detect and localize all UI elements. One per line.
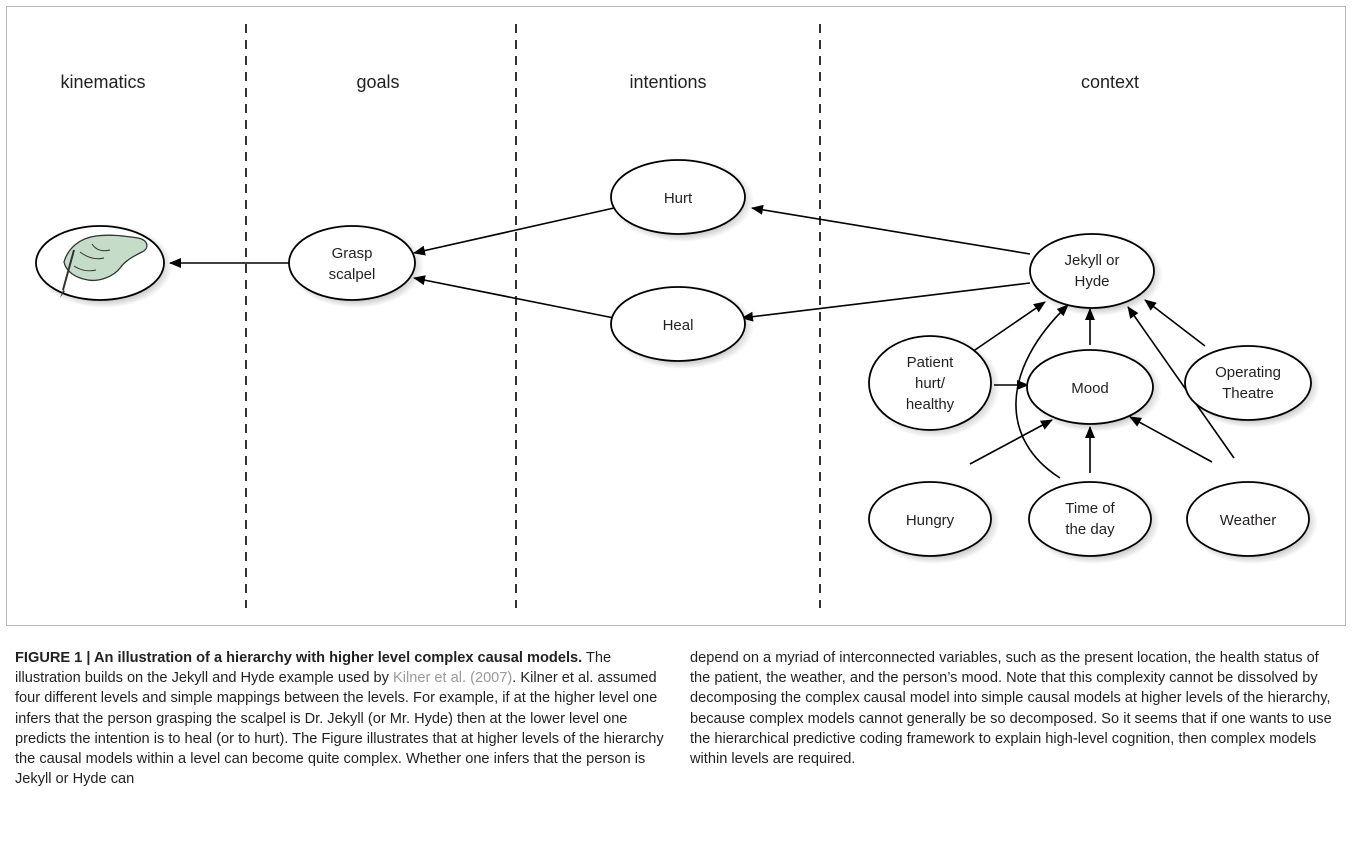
node-label: Mood (1071, 380, 1109, 397)
causal-hierarchy-diagram: kinematics goals intentions context (35, 24, 1320, 608)
column-header-intentions: intentions (629, 72, 706, 92)
node-grasp-scalpel: Grasp scalpel (288, 225, 416, 301)
arrow-hungry-to-mood (969, 419, 1053, 465)
node-time-of-the-day: Time of the day (1028, 481, 1152, 557)
column-header-context: context (1081, 72, 1139, 92)
node-label: Heal (663, 317, 694, 334)
arrow-hurt-to-grasp (413, 207, 615, 256)
node-label: Weather (1220, 512, 1276, 529)
node-label: healthy (906, 396, 955, 413)
node-label: Hurt (664, 190, 693, 207)
caption-text: . Kilner et al. assumed four different l… (15, 670, 664, 788)
node-label: Hungry (906, 512, 955, 529)
node-patient-hurt-healthy: Patient hurt/ healthy (868, 335, 992, 431)
arrow-weather-to-mood (1129, 416, 1213, 463)
hand-with-scalpel-icon (60, 234, 148, 298)
caption-title: FIGURE 1 | An illustration of a hierarch… (15, 650, 583, 666)
arrow-operating-to-jekyll (1144, 299, 1206, 347)
node-mood: Mood (1026, 349, 1154, 425)
node-label: Theatre (1222, 385, 1274, 402)
node-label: Grasp (332, 245, 373, 262)
node-operating-theatre: Operating Theatre (1184, 345, 1312, 421)
node-label: Operating (1215, 364, 1281, 381)
node-weather: Weather (1186, 481, 1310, 557)
node-label: hurt/ (915, 375, 946, 392)
node-hungry: Hungry (868, 481, 992, 557)
arrow-jekyll-to-heal (741, 282, 1031, 322)
figure-caption-left: FIGURE 1 | An illustration of a hierarch… (15, 648, 665, 789)
caption-text: The illustration builds on the Jekyll an… (15, 650, 612, 687)
arrow-heal-to-grasp (413, 275, 615, 319)
arrow-weather-to-jekyll (1127, 306, 1235, 459)
node-hurt: Hurt (610, 159, 746, 235)
causal-arrows (169, 204, 1235, 479)
node-kinematics (35, 225, 165, 301)
arrow-time-to-jekyll (1015, 304, 1069, 479)
node-label: Hyde (1074, 273, 1109, 290)
node-label: Patient (907, 354, 955, 371)
node-heal: Heal (610, 286, 746, 362)
node-label: scalpel (329, 266, 376, 283)
node-label: Time of (1065, 500, 1115, 517)
node-jekyll-or-hyde: Jekyll or Hyde (1029, 233, 1155, 309)
arrow-jekyll-to-hurt (751, 204, 1031, 255)
column-header-goals: goals (356, 72, 399, 92)
column-dividers (245, 24, 821, 608)
node-label: the day (1065, 521, 1115, 538)
figure-frame (6, 6, 1346, 626)
citation-link[interactable]: Kilner et al. (2007) (393, 670, 513, 687)
column-header-kinematics: kinematics (60, 72, 145, 92)
node-label: Jekyll or (1064, 252, 1119, 269)
caption-text: depend on a myriad of interconnected var… (690, 650, 1332, 768)
figure-caption-right: depend on a myriad of interconnected var… (690, 648, 1340, 769)
arrow-patient-to-jekyll (971, 301, 1046, 353)
